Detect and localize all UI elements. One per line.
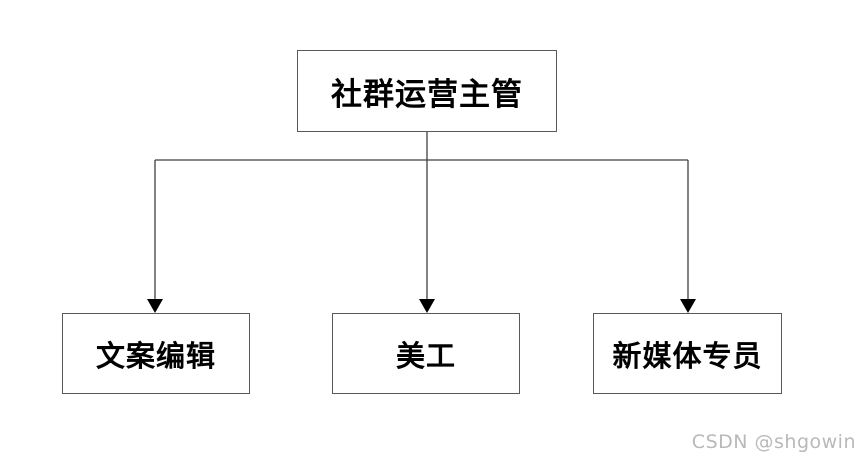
arrowhead-right-icon [680,299,696,313]
org-node-art-designer: 美工 [332,313,520,394]
org-node-new-media-specialist: 新媒体专员 [593,313,782,394]
org-node-new-media-specialist-label: 新媒体专员 [612,338,763,373]
arrowhead-left-icon [147,299,163,313]
org-node-copy-editor-label: 文案编辑 [95,338,216,373]
watermark-text: CSDN @shgowin [691,431,856,453]
arrowhead-center-icon [419,299,435,313]
org-node-root-label: 社群运营主管 [331,76,523,113]
org-node-root: 社群运营主管 [297,50,557,132]
org-node-art-designer-label: 美工 [395,338,456,373]
org-node-copy-editor: 文案编辑 [62,313,250,394]
